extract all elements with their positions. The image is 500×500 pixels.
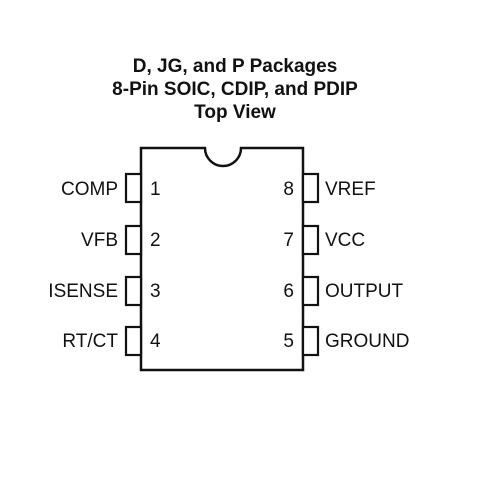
pin-stub-2 (124, 224, 143, 256)
package-title: D, JG, and P Packages 8-Pin SOIC, CDIP, … (0, 55, 470, 124)
pin-number-5: 5 (283, 331, 294, 352)
pin-stub-4 (124, 325, 143, 357)
pin-name-4: RT/CT (62, 331, 118, 352)
pin-number-6: 6 (283, 281, 294, 302)
pin-name-8: VREF (325, 179, 376, 200)
pin-number-4: 4 (150, 331, 161, 352)
pin-stub-1 (124, 172, 143, 204)
pin-stub-7 (301, 224, 320, 256)
title-line-view: Top View (194, 102, 276, 123)
pin-name-5: GROUND (325, 331, 409, 352)
pin-stub-6 (301, 275, 320, 307)
pin-number-7: 7 (283, 230, 294, 251)
title-line-packages: D, JG, and P Packages (132, 56, 338, 77)
pin-number-8: 8 (283, 179, 294, 200)
pin-name-2: VFB (81, 230, 118, 251)
ic-body (139, 146, 305, 372)
pin-number-2: 2 (150, 230, 161, 251)
pin-name-1: COMP (61, 179, 118, 200)
pin-stub-3 (124, 275, 143, 307)
pin-name-7: VCC (325, 230, 365, 251)
pin-stub-8 (301, 172, 320, 204)
pin-name-3: ISENSE (48, 281, 118, 302)
pin-number-1: 1 (150, 179, 161, 200)
pin-stub-5 (301, 325, 320, 357)
pin-name-6: OUTPUT (325, 281, 404, 302)
pin-number-3: 3 (150, 281, 161, 302)
title-line-pin-types: 8-Pin SOIC, CDIP, and PDIP (112, 79, 358, 100)
